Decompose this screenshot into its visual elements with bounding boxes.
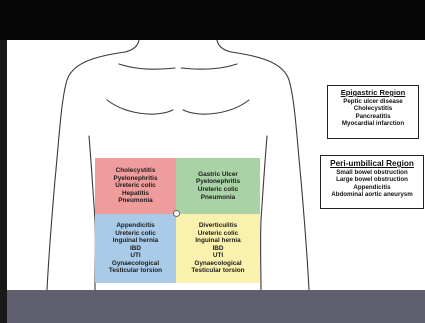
left-upper-quadrant: Gastric Ulcer Pyelonephritis Ureteric co… xyxy=(176,158,260,214)
quadrant-item: Gynaecological xyxy=(112,260,159,268)
left-lower-quadrant: Diverticulitis Ureteric colic Inguinal h… xyxy=(176,214,260,283)
epigastric-item: Pancreatitis xyxy=(328,113,418,120)
quadrant-item: Ureteric colic xyxy=(115,182,156,190)
quadrant-item: Testicular torsion xyxy=(191,267,244,275)
periumbilical-title: Peri-umbilical Region xyxy=(321,158,423,169)
epigastric-item: Peptic ulcer disease xyxy=(328,98,418,105)
quadrant-item: Pyelonephritis xyxy=(196,178,240,186)
quadrant-item: Pyelonephritis xyxy=(113,175,157,183)
quadrant-item: Cholecystitis xyxy=(116,167,156,175)
periumbilical-item: Appendicitis xyxy=(321,184,423,191)
diagram-slide: Cholecystitis Pyelonephritis Ureteric co… xyxy=(7,40,425,290)
quadrant-item: Gynaecological xyxy=(194,260,241,268)
quadrant-item: Hepatitis xyxy=(122,190,149,198)
epigastric-title: Epigastric Region xyxy=(328,88,418,98)
umbilicus-marker xyxy=(173,210,180,217)
quadrant-item: UTI xyxy=(213,252,223,260)
quadrant-item: Diverticulitis xyxy=(199,222,237,230)
quadrant-item: Inguinal hernia xyxy=(113,237,158,245)
quadrant-item: Appendicitis xyxy=(116,222,154,230)
right-upper-quadrant: Cholecystitis Pyelonephritis Ureteric co… xyxy=(95,158,176,214)
right-lower-quadrant: Appendicitis Ureteric colic Inguinal her… xyxy=(95,214,176,283)
quadrant-item: UTI xyxy=(130,252,140,260)
periumbilical-item: Abdominal aortic aneurysm xyxy=(321,191,423,198)
quadrant-item: Pneumonia xyxy=(118,197,152,205)
quadrant-item: Ureteric colic xyxy=(198,230,239,238)
epigastric-item: Cholecystitis xyxy=(328,105,418,112)
top-black-bar xyxy=(0,0,425,40)
quadrant-item: Inguinal hernia xyxy=(195,237,240,245)
periumbilical-item: Small bowel obstruction xyxy=(321,169,423,176)
bottom-control-bar xyxy=(7,290,425,323)
quadrant-item: Ureteric colic xyxy=(115,230,156,238)
quadrant-item: IBD xyxy=(212,245,223,253)
periumbilical-region-box: Peri-umbilical Region Small bowel obstru… xyxy=(320,155,424,209)
periumbilical-item: Large bowel obstruction xyxy=(321,176,423,183)
quadrant-item: Pneumonia xyxy=(201,194,235,202)
quadrant-item: IBD xyxy=(130,245,141,253)
epigastric-item: Myocardial infarction xyxy=(328,120,418,127)
left-dark-edge xyxy=(0,40,7,323)
quadrant-item: Ureteric colic xyxy=(198,186,239,194)
quadrant-item: Testicular torsion xyxy=(109,267,162,275)
quadrant-item: Gastric Ulcer xyxy=(198,171,238,179)
epigastric-region-box: Epigastric Region Peptic ulcer disease C… xyxy=(327,85,419,139)
